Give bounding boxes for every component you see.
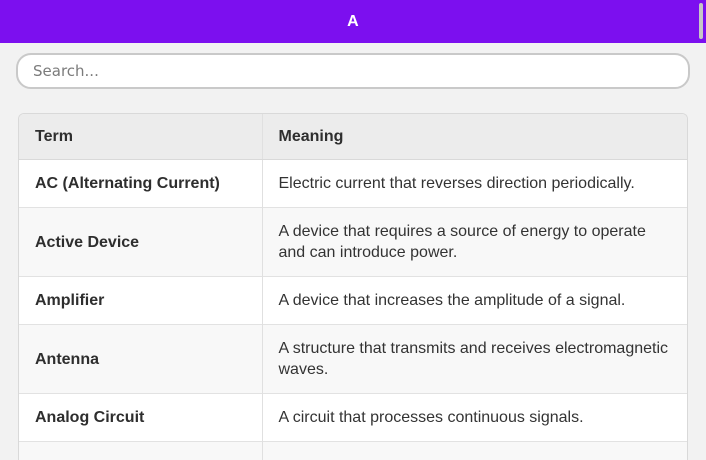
- table-row: AC (Alternating Current) Electric curren…: [19, 159, 687, 208]
- header-row: Term Meaning: [19, 114, 687, 160]
- search-input[interactable]: [16, 53, 690, 89]
- term-cell: Active Device: [19, 207, 262, 277]
- table-row: Amplifier A device that increases the am…: [19, 276, 687, 325]
- table-row: Analog Circuit A circuit that processes …: [19, 393, 687, 442]
- table-row: [19, 441, 687, 460]
- column-header-meaning: Meaning: [261, 114, 687, 160]
- column-header-term: Term: [19, 114, 262, 160]
- term-cell: AC (Alternating Current): [35, 175, 220, 192]
- table-header: Term Meaning: [19, 114, 687, 160]
- meaning-cell: A structure that transmits and receives …: [261, 324, 687, 394]
- content-area: Term Meaning AC (Alternating Current) El…: [0, 43, 706, 460]
- term-cell: Amplifier: [19, 276, 262, 325]
- table-row: Antenna A structure that transmits and r…: [19, 324, 687, 394]
- app-bar: A: [0, 0, 706, 43]
- term-cell: Antenna: [19, 324, 262, 394]
- meaning-cell: A device that increases the amplitude of…: [261, 276, 687, 325]
- meaning-cell: [261, 441, 687, 460]
- scrollbar-thumb[interactable]: [699, 3, 703, 39]
- term-cell: Analog Circuit: [19, 393, 262, 442]
- meaning-cell: Electric current that reverses direction…: [261, 159, 687, 208]
- table-row: Active Device A device that requires a s…: [19, 207, 687, 277]
- page-title: A: [347, 12, 359, 30]
- glossary-table: Term Meaning AC (Alternating Current) El…: [18, 113, 688, 460]
- meaning-cell: A device that requires a source of energ…: [261, 207, 687, 277]
- meaning-cell: A circuit that processes continuous sign…: [261, 393, 687, 442]
- term-cell: [19, 441, 262, 460]
